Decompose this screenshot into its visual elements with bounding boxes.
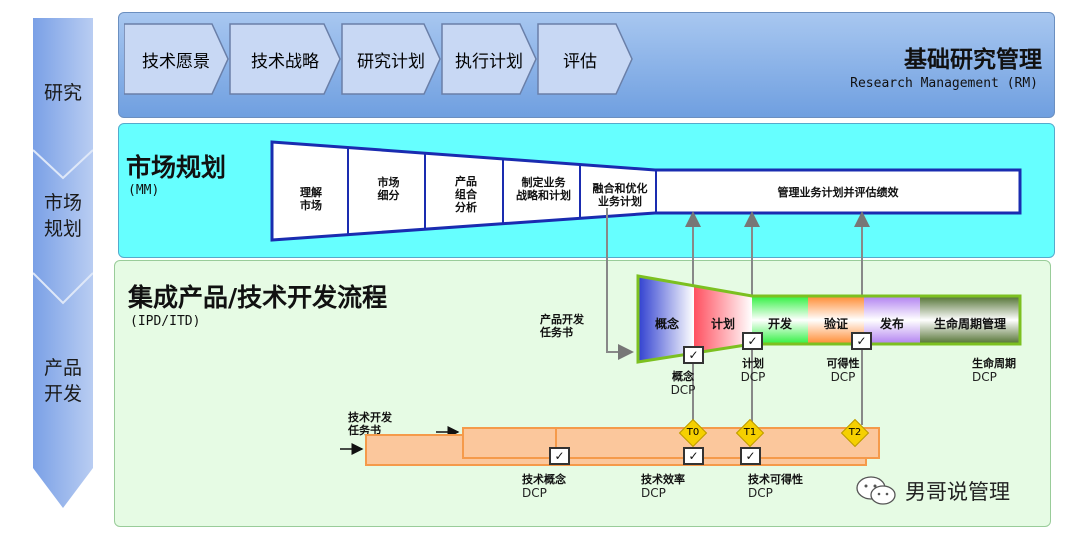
- research-chevrons: [124, 23, 633, 95]
- watermark-text: 男哥说管理: [905, 480, 1010, 504]
- dcp-code: DCP: [522, 486, 547, 500]
- dcp-code: DCP: [748, 486, 773, 500]
- dcp-code: DCP: [830, 370, 856, 384]
- research-step: 研究计划: [357, 52, 425, 72]
- milestone-label: T1: [743, 427, 757, 438]
- checkpoint-icon: ✓: [549, 447, 570, 465]
- itd-task-label: 技术开发 任务书: [348, 411, 392, 437]
- market-subtitle: (MM): [128, 183, 160, 198]
- checkpoint-icon: ✓: [740, 447, 761, 465]
- research-step: 评估: [563, 52, 597, 72]
- dcp-name: 技术可得性: [748, 473, 803, 486]
- phase-release: 发布: [879, 317, 904, 331]
- milestone-label: T0: [686, 427, 700, 438]
- market-stage: 产品 组合 分析: [455, 175, 477, 214]
- market-stage: 制定业务 战略和计划: [516, 176, 571, 202]
- dcp-name: 技术效率: [641, 473, 685, 486]
- ipd-subtitle: (IPD/ITD): [130, 314, 201, 329]
- dcp-name: 技术概念: [522, 473, 566, 486]
- ipd-task-label: 产品开发 任务书: [540, 313, 584, 339]
- checkpoint-icon: ✓: [683, 447, 704, 465]
- phase-arrow-column: [33, 18, 93, 508]
- phase-lifecycle: 生命周期管理: [933, 317, 1006, 331]
- dcp-name: 计划: [742, 357, 764, 370]
- phase-concept: 概念: [654, 317, 679, 331]
- market-stage: 理解 市场: [300, 186, 322, 212]
- market-stage: 管理业务计划并评估绩效: [777, 186, 899, 199]
- market-title: 市场规划: [126, 153, 227, 182]
- research-step: 技术愿景: [142, 52, 210, 72]
- research-subtitle: Research Management (RM): [850, 76, 1038, 91]
- dcp-name: 生命周期: [972, 357, 1016, 370]
- sidebar-research: 研究: [43, 82, 82, 104]
- checkpoint-icon: ✓: [851, 332, 872, 350]
- ipd-title: 集成产品/技术开发流程: [128, 283, 388, 312]
- dcp-code: DCP: [670, 383, 696, 397]
- market-funnel: [270, 140, 1022, 242]
- dcp-code: DCP: [972, 370, 997, 384]
- dcp-name: 可得性: [826, 357, 860, 370]
- phase-plan: 计划: [710, 317, 735, 331]
- checkpoint-icon: ✓: [683, 346, 704, 364]
- wechat-icon: [856, 476, 896, 505]
- dcp-name: 概念: [672, 370, 694, 383]
- sidebar-product-dev: 产品 开发: [43, 357, 82, 405]
- phase-develop: 开发: [767, 317, 792, 331]
- market-stage: 融合和优化 业务计划: [592, 182, 648, 208]
- research-step: 执行计划: [455, 52, 523, 72]
- research-title: 基础研究管理: [904, 47, 1042, 73]
- itd-divider: [555, 429, 557, 451]
- ipd-funnel: [636, 274, 1022, 364]
- sidebar-market-planning: 市场 规划: [43, 192, 82, 240]
- market-stage: 市场 细分: [377, 176, 400, 202]
- checkpoint-icon: ✓: [742, 332, 763, 350]
- phase-verify: 验证: [823, 317, 848, 331]
- milestone-label: T2: [848, 427, 862, 438]
- dcp-code: DCP: [641, 486, 666, 500]
- itd-bar-front: [462, 427, 880, 459]
- dcp-code: DCP: [740, 370, 766, 384]
- research-step: 技术战略: [251, 52, 319, 72]
